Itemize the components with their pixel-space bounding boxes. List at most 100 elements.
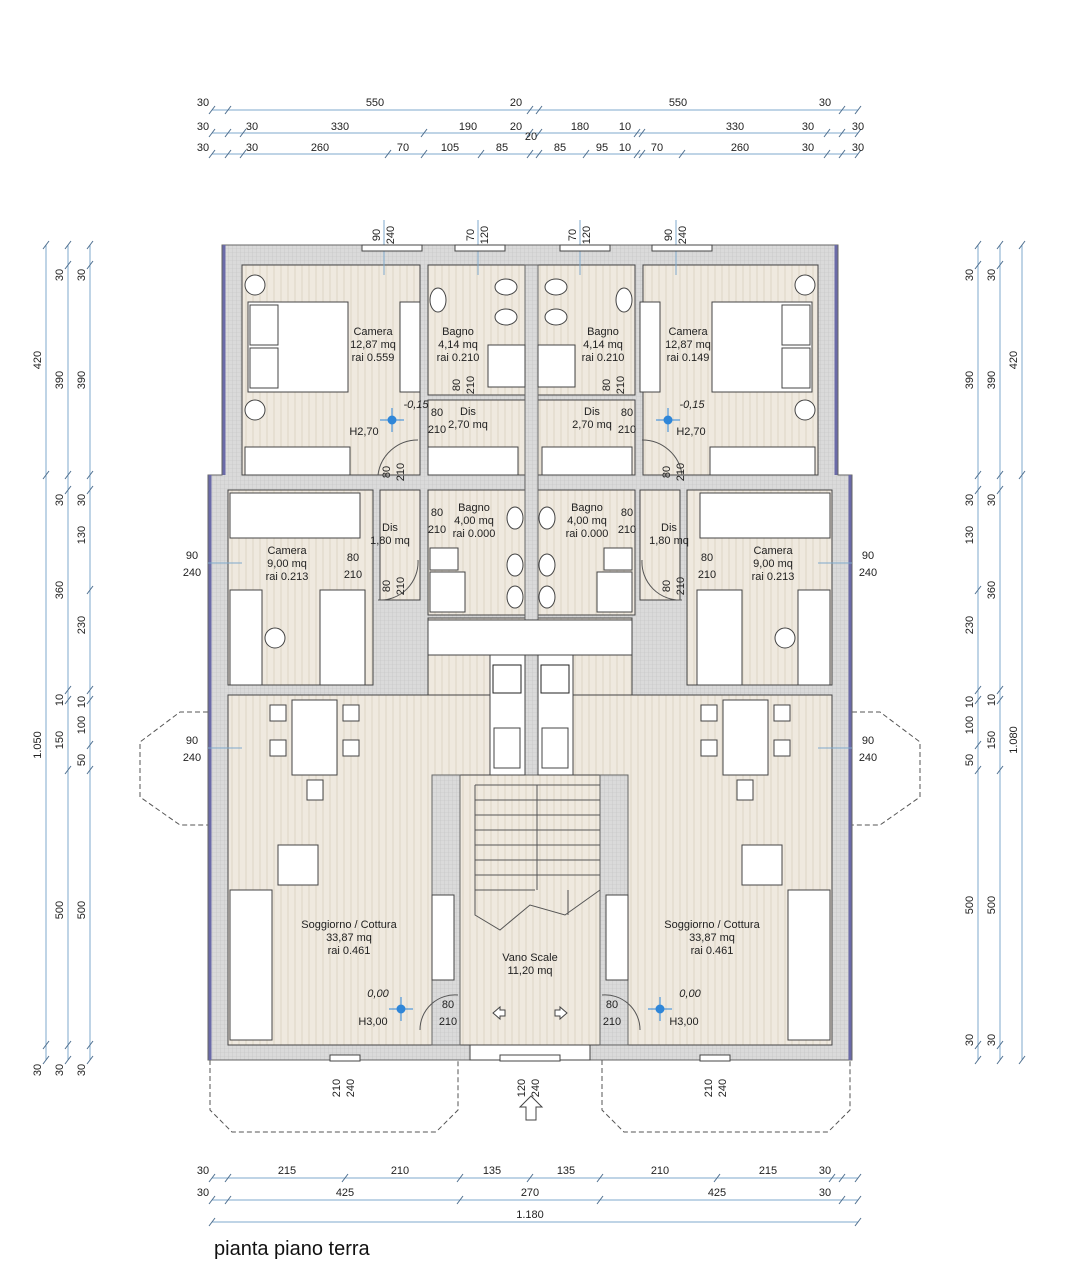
chair	[269, 704, 287, 722]
window-height-label: 240	[385, 226, 397, 244]
dimension-label: 30	[819, 97, 831, 109]
door-width-label: 80	[451, 379, 463, 391]
kitchen-counter	[427, 619, 633, 656]
dimension-label: 30	[246, 121, 258, 133]
dimension-label: 30	[54, 269, 66, 281]
window	[499, 1054, 561, 1062]
room-area: 4,00 mq	[454, 515, 494, 527]
furniture	[229, 274, 831, 1041]
dimension-tick	[208, 149, 216, 159]
chair	[264, 627, 286, 649]
door-width-label: 80	[431, 507, 443, 519]
window-width-label: 210	[703, 1079, 715, 1097]
door-height-label: 210	[675, 463, 687, 481]
dimension-label: 95	[596, 142, 608, 154]
wardrobe	[797, 589, 831, 686]
window-width-label: 90	[186, 735, 198, 747]
door-height-label: 210	[698, 569, 716, 581]
dimension-tick	[996, 240, 1004, 250]
dimension-tick	[64, 1055, 72, 1065]
dimension-tick	[64, 1040, 72, 1050]
dimension-label: 10	[54, 694, 66, 706]
door-width-label: 80	[621, 507, 633, 519]
chair	[269, 739, 287, 757]
dimension-label: 1.080	[1008, 726, 1020, 754]
level-markers	[380, 408, 680, 1021]
dimension-label: 30	[802, 142, 814, 154]
dimension-tick	[974, 765, 982, 775]
window-height-label: 240	[183, 752, 201, 764]
wardrobe	[399, 301, 421, 393]
toilet	[544, 278, 568, 296]
dimension-label: 1.050	[32, 731, 44, 759]
dimension-tick	[974, 485, 982, 495]
dimension-label: 105	[441, 142, 459, 154]
stairs	[377, 439, 683, 1031]
dimension-tick	[86, 695, 94, 705]
pillow	[249, 347, 279, 389]
shower	[537, 344, 576, 388]
dimension-label: 100	[76, 716, 88, 734]
dimension-tick	[996, 485, 1004, 495]
dimension-label: 390	[76, 371, 88, 389]
door-height-label: 210	[618, 524, 636, 536]
shower	[596, 571, 633, 613]
dimension-tick	[86, 740, 94, 750]
dimension-tick	[638, 128, 646, 138]
dimension-tick	[86, 585, 94, 595]
dimension-label: 180	[571, 121, 589, 133]
room-area: 12,87 mq	[665, 339, 711, 351]
room-name: Soggiorno / Cottura	[664, 919, 760, 931]
dimension-tick	[974, 585, 982, 595]
bidet	[544, 308, 568, 326]
dimension-tick	[828, 1173, 836, 1183]
room-name: Bagno	[571, 502, 603, 514]
dimension-label: 85	[496, 142, 508, 154]
dimension-tick	[86, 685, 94, 695]
stair-steps	[474, 784, 601, 931]
dimension-label: 260	[311, 142, 329, 154]
dimension-label: 10	[76, 696, 88, 708]
washer	[429, 547, 459, 571]
room-name: Dis	[460, 406, 476, 418]
dimension-tick	[239, 128, 247, 138]
door-width-label: 80	[347, 552, 359, 564]
dimension-tick	[64, 240, 72, 250]
dimension-label: 30	[54, 494, 66, 506]
dimension-tick	[823, 128, 831, 138]
room-name: Dis	[661, 522, 677, 534]
wardrobe	[639, 301, 661, 393]
dimension-tick	[42, 1040, 50, 1050]
dimension-label: 10	[619, 142, 631, 154]
kitchen-sink	[493, 727, 521, 769]
door-width-label: 80	[701, 552, 713, 564]
dimension-tick	[633, 128, 641, 138]
bed-mid-left	[229, 492, 361, 539]
dimension-tick	[996, 695, 1004, 705]
shower	[429, 571, 466, 613]
dimension-label: 30	[986, 269, 998, 281]
dimension-tick	[582, 149, 590, 159]
room-area: 4,14 mq	[438, 339, 478, 351]
dimension-tick	[854, 149, 862, 159]
dimension-label: 50	[76, 754, 88, 766]
dimension-tick	[86, 240, 94, 250]
dimension-tick	[678, 149, 686, 159]
dimension-tick	[535, 105, 543, 115]
dimension-tick	[42, 1055, 50, 1065]
dimension-label: 210	[651, 1165, 669, 1177]
balcony-right	[851, 711, 921, 826]
room-rai: rai 0.149	[667, 352, 710, 364]
dimension-tick	[208, 1217, 216, 1227]
dimension-tick	[224, 1173, 232, 1183]
wardrobe	[541, 446, 633, 476]
dimension-tick	[974, 1040, 982, 1050]
door-height-label: 210	[439, 1016, 457, 1028]
dimension-label: 130	[964, 526, 976, 544]
dimension-tick	[208, 1195, 216, 1205]
room-height: H2,70	[349, 426, 378, 438]
door-width-label: 80	[621, 407, 633, 419]
door-height-label: 210	[465, 376, 477, 394]
wardrobe	[709, 446, 816, 476]
window-height-label: 240	[859, 752, 877, 764]
